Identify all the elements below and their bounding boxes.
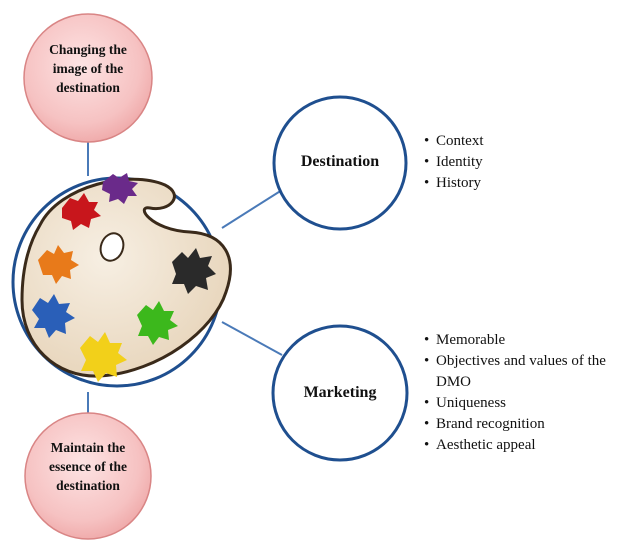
list-item: Uniqueness [424, 393, 620, 414]
top-circle-text: Changing the image of the destination [49, 42, 127, 95]
paint-palette-icon [11, 173, 232, 388]
list-item: Brand recognition [424, 414, 620, 435]
connector-destination [221, 189, 283, 229]
destination-title: Destination [300, 153, 380, 170]
marketing-circle [271, 324, 409, 462]
list-item: Identity [424, 152, 614, 173]
list-item: Memorable [424, 330, 620, 351]
list-item: Context [424, 131, 614, 152]
list-item: Aesthetic appeal [424, 435, 620, 456]
list-item: Objectives and values of the DMO [424, 351, 620, 393]
list-item: History [424, 173, 614, 194]
marketing-bullet-list: Memorable Objectives and values of the D… [424, 330, 620, 456]
marketing-title: Marketing [303, 384, 377, 401]
bottom-circle-text: Maintain the essence of the destination [49, 440, 127, 493]
top-pink-circle [23, 13, 153, 143]
bottom-pink-circle [24, 412, 152, 540]
connector-marketing [221, 321, 283, 356]
destination-bullet-list: Context Identity History [424, 131, 614, 194]
destination-circle [272, 95, 408, 231]
